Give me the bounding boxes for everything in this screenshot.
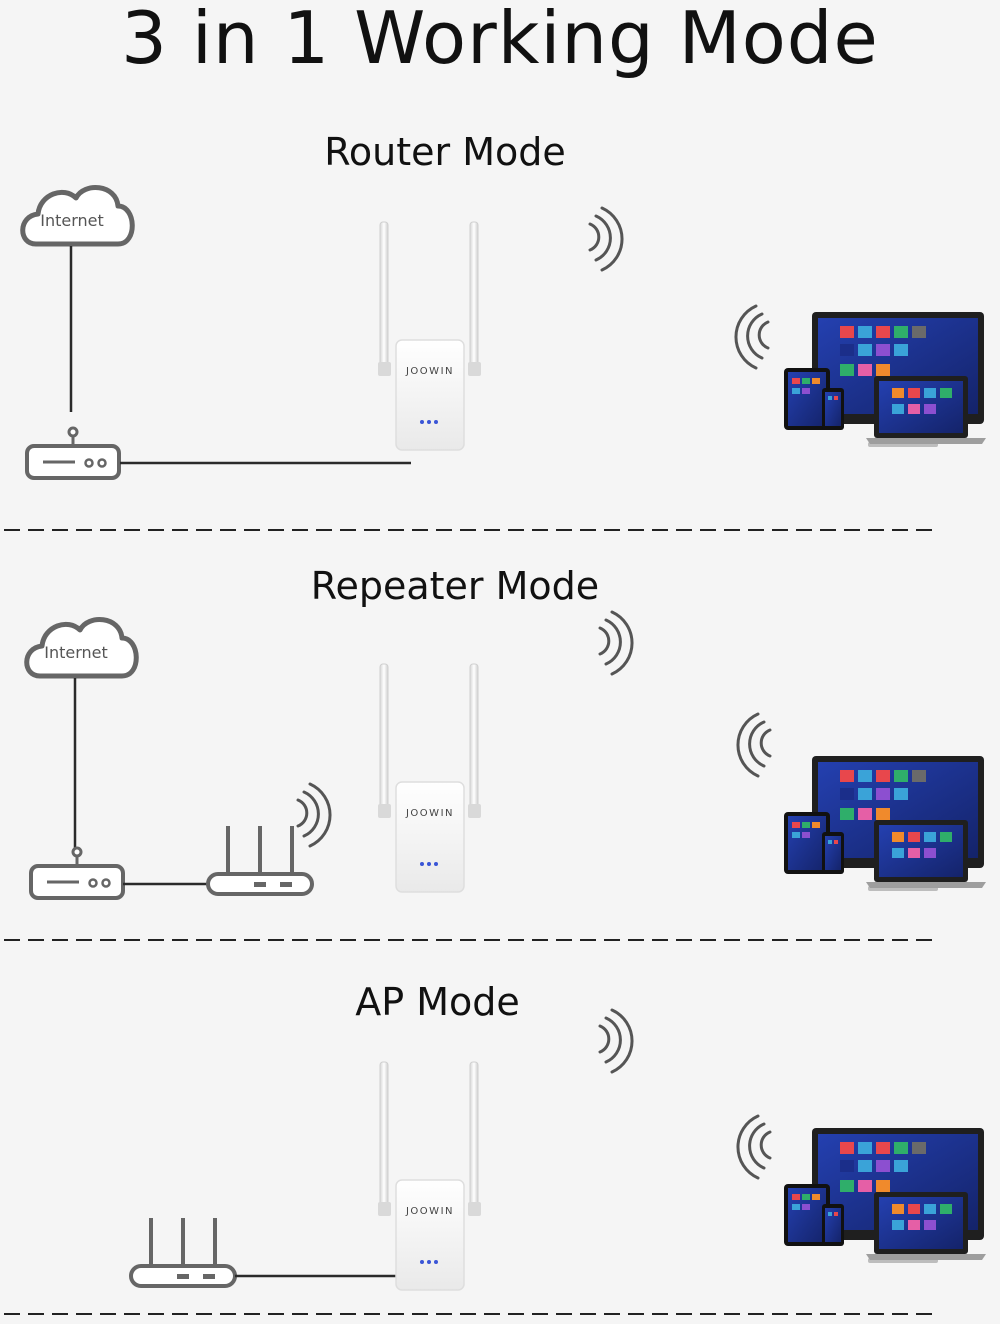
ap-mode-section: JOOWIN [129, 1008, 986, 1291]
wifi-signal-icon [588, 206, 624, 272]
modem-icon [29, 846, 125, 900]
client-devices-icon [784, 312, 986, 447]
router-mode-title: Router Mode [324, 130, 566, 174]
wifi-signal-icon [734, 304, 770, 370]
wifi-signal-icon [296, 782, 332, 848]
cloud-icon: Internet [24, 617, 139, 679]
main-title: 3 in 1 Working Mode [121, 0, 879, 80]
client-devices-icon [784, 1128, 986, 1263]
router-icon [206, 826, 314, 896]
wifi-signal-icon [598, 1008, 634, 1074]
repeater-mode-section: Internet [24, 610, 986, 900]
extender-device: JOOWIN [378, 221, 481, 451]
router-mode-section: Internet JOOWIN [20, 185, 986, 480]
client-devices-icon [784, 756, 986, 891]
wifi-signal-icon [736, 1114, 772, 1180]
brand-label: JOOWIN [405, 366, 454, 377]
wifi-signal-icon [736, 712, 772, 778]
cloud-icon: Internet [20, 185, 135, 247]
brand-label: JOOWIN [405, 808, 454, 819]
wifi-signal-icon [598, 610, 634, 676]
extender-device: JOOWIN [378, 1061, 481, 1291]
repeater-mode-title: Repeater Mode [310, 564, 600, 608]
cloud-label: Internet [44, 643, 108, 662]
ap-mode-title: AP Mode [355, 980, 520, 1024]
router-icon [129, 1218, 237, 1288]
modem-icon [25, 426, 121, 480]
brand-label: JOOWIN [405, 1206, 454, 1217]
cloud-label: Internet [40, 211, 104, 230]
extender-device: JOOWIN [378, 663, 481, 893]
